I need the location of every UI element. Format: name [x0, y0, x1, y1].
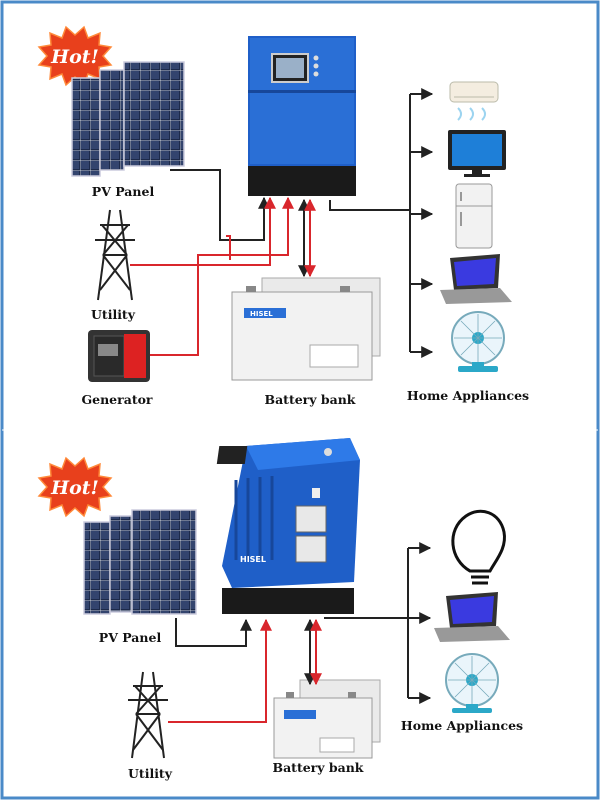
- hot-badge-text: Hot!: [50, 46, 99, 68]
- hot-badge-icon: Hot!: [37, 25, 113, 87]
- battery-icon: HISEL: [231, 277, 381, 381]
- transmission-tower-icon: [128, 671, 168, 759]
- solar-panel-icon: [83, 509, 197, 615]
- home-appliances-label: Home Appliances: [401, 718, 523, 733]
- hot-badge-icon: Hot!: [37, 456, 113, 518]
- utility-label: Utility: [128, 766, 173, 781]
- fridge-icon: [455, 183, 493, 249]
- tv-icon: [448, 130, 506, 177]
- light-bulb-icon: [451, 509, 507, 585]
- pv-panel-label: PV Panel: [92, 184, 155, 199]
- top-wiring: [130, 88, 434, 358]
- battery-bank-label: Battery bank: [273, 760, 364, 775]
- inverter-icon: HISEL: [216, 438, 360, 614]
- transmission-tower-icon: [95, 209, 135, 301]
- fan-icon: [445, 653, 499, 713]
- laptop-icon: [434, 592, 510, 642]
- battery-brand-text: HISEL: [250, 310, 273, 318]
- fan-icon: [451, 311, 505, 372]
- bottom-wiring: [168, 542, 432, 723]
- inverter-icon: [248, 36, 356, 196]
- pv-panel-label: PV Panel: [99, 630, 162, 645]
- hot-badge-text: Hot!: [50, 477, 99, 499]
- inverter-brand-text: HISEL: [240, 555, 266, 564]
- battery-bank-label: Battery bank: [265, 392, 356, 407]
- utility-label: Utility: [91, 307, 136, 322]
- generator-label: Generator: [81, 392, 152, 407]
- home-appliances-label: Home Appliances: [407, 388, 529, 403]
- laptop-icon: [440, 254, 512, 304]
- solar-panel-icon: [71, 61, 185, 177]
- generator-icon: [88, 330, 150, 382]
- air-conditioner-icon: [449, 81, 499, 121]
- battery-icon: [273, 679, 381, 759]
